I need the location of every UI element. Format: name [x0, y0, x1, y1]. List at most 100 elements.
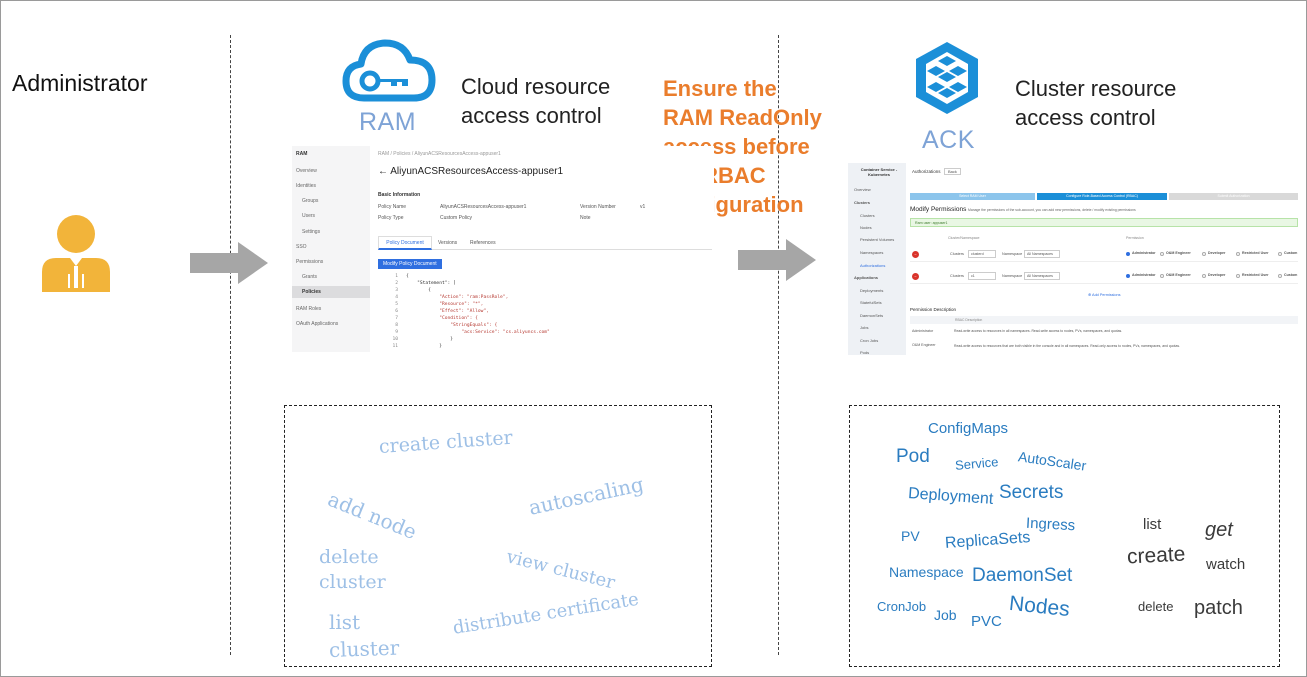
ack-sidebar: Container Service - Kubernetes Overview … [848, 163, 906, 355]
ack-title: Cluster resource access control [1015, 74, 1176, 132]
ack-add-permission-label: Add Permissions [1092, 293, 1121, 297]
ack-add-permission-link[interactable]: ⊕ Add Permissions [1088, 293, 1121, 297]
ram-sidebar-item-ram-roles[interactable]: RAM Roles [296, 306, 322, 312]
ram-sidebar-item-oauth[interactable]: OAuth Applications [296, 321, 339, 327]
code-line-number: 7 [395, 316, 398, 321]
ram-policy-name-value: AliyunACSResourcesAccess-appuser1 [440, 204, 527, 210]
ack-row-ns-select[interactable]: All Namespaces [1024, 272, 1060, 280]
tab-references[interactable]: References [470, 240, 496, 246]
administrator-label: Administrator [12, 70, 148, 96]
ack-sidebar-group-clusters[interactable]: Clusters [854, 200, 871, 205]
ack-rbac-desc-header: RBAC Description [910, 316, 1298, 324]
ram-word: list [329, 610, 361, 634]
ack-row-cluster-select[interactable]: clusterd [968, 250, 996, 258]
k8s-verb-word: list [1143, 516, 1162, 533]
ack-role-radio[interactable] [1278, 274, 1282, 278]
ack-role-radio[interactable] [1236, 252, 1240, 256]
ram-sidebar-item-settings[interactable]: Settings [302, 229, 321, 235]
ack-sidebar-item-daemonsets[interactable]: DaemonSets [860, 313, 884, 318]
ack-step-1: Select RAM User [910, 193, 1035, 200]
ram-version-label: Version Number [580, 204, 616, 210]
ack-row-cluster-select[interactable]: c1 [968, 272, 996, 280]
ack-sidebar-item-namespaces[interactable]: Namespaces [860, 250, 884, 255]
ack-role-radio[interactable] [1126, 252, 1130, 256]
ack-ram-user-banner: Ram user: appuser1 [910, 218, 1298, 227]
ram-section-title: Basic Information [378, 192, 421, 198]
code-line-number: 5 [395, 302, 398, 307]
ram-sidebar-item-permissions[interactable]: Permissions [296, 259, 324, 265]
ram-word: cluster [328, 635, 400, 662]
ack-steps: Select RAM User Configure Role-Based Acc… [910, 193, 1298, 200]
note-line: RAM ReadOnly [663, 105, 822, 130]
ack-row-ns-label: Namespace [1002, 274, 1023, 278]
ack-sidebar-item-pods[interactable]: Pods [860, 350, 870, 355]
administrator-person-icon [42, 215, 110, 292]
remove-row-icon[interactable]: − [912, 251, 919, 258]
code-line: 11 } [382, 344, 442, 349]
ack-role-label: Administrator [1132, 273, 1156, 277]
ack-sidebar-item-deployments[interactable]: Deployments [860, 288, 884, 293]
k8s-verb-word: get [1205, 519, 1233, 541]
code-line-number: 3 [395, 288, 398, 293]
ack-role-label: Custom [1284, 273, 1298, 277]
ram-sidebar-item-overview[interactable]: Overview [296, 168, 317, 174]
tab-policy-document[interactable]: Policy Document [378, 236, 432, 250]
remove-row-icon[interactable]: − [912, 273, 919, 280]
ram-sidebar-item-users[interactable]: Users [302, 213, 316, 219]
ram-sidebar-item-policies[interactable]: Policies [292, 286, 370, 298]
ack-role-radio[interactable] [1236, 274, 1240, 278]
code-line-text: } [406, 337, 454, 342]
code-line: 7 "Condition": { [382, 316, 478, 321]
ack-sidebar-item-cron-jobs[interactable]: Cron Jobs [860, 338, 879, 343]
ack-sidebar-item-clusters[interactable]: Clusters [860, 213, 875, 218]
code-line: 2 "Statement": [ [382, 281, 456, 286]
policy-code-editor[interactable]: 1{2 "Statement": [3 {4 "Action": "ram:Pa… [382, 274, 712, 354]
ram-sidebar-item-groups[interactable]: Groups [302, 198, 319, 204]
ack-role-radio[interactable] [1160, 274, 1164, 278]
ack-sidebar-item-pv[interactable]: Persistent Volumes [860, 237, 895, 242]
ack-sidebar-item-authorizations[interactable]: Authorizations [860, 263, 886, 268]
ack-role-radio[interactable] [1126, 274, 1130, 278]
ack-sidebar-group-applications[interactable]: Applications [854, 275, 879, 280]
ack-role-radio[interactable] [1278, 252, 1282, 256]
ack-sidebar-item-overview[interactable]: Overview [854, 187, 871, 192]
ack-role-radio[interactable] [1202, 274, 1206, 278]
ram-word: view cluster [504, 546, 618, 594]
ram-sidebar-title: RAM [296, 151, 308, 157]
ack-sidebar-item-jobs[interactable]: Jobs [860, 325, 869, 330]
k8s-resource-word: CronJob [877, 599, 927, 614]
ack-row-ns-select[interactable]: All Namespaces [1024, 250, 1060, 258]
ack-sidebar-header: Container Service - Kubernetes [860, 167, 898, 177]
ram-sidebar-item-grants[interactable]: Grants [302, 274, 318, 280]
k8s-verb-word: watch [1206, 556, 1246, 573]
ack-sidebar-item-nodes[interactable]: Nodes [860, 225, 872, 230]
k8s-resource-word: Deployment [907, 485, 994, 508]
ack-desc-text-admin: Read-write access to resources in all na… [954, 329, 1123, 333]
ack-ram-user: Ram user: appuser1 [915, 221, 948, 225]
ram-sidebar-item-identities[interactable]: Identities [296, 183, 317, 189]
ram-brand-label: RAM [359, 108, 417, 136]
ack-back-button[interactable]: Back [944, 168, 961, 175]
ack-role-label: Restricted User [1242, 251, 1269, 255]
ack-role-label: Developer [1208, 273, 1226, 277]
k8s-verb-word: patch [1194, 597, 1243, 619]
ack-role-label: Custom [1284, 251, 1298, 255]
ack-role-radio[interactable] [1160, 252, 1164, 256]
ack-sidebar-item-statefulsets[interactable]: StatefulSets [860, 300, 882, 305]
ram-sidebar-item-sso[interactable]: SSO [296, 244, 307, 250]
ack-col-permission: Permission [1126, 236, 1144, 240]
modify-policy-button[interactable]: Modify Policy Document [378, 259, 442, 269]
divider-right [778, 35, 779, 655]
tab-versions[interactable]: Versions [438, 240, 458, 246]
ack-role-radio[interactable] [1202, 252, 1206, 256]
k8s-resource-word: Job [934, 607, 957, 623]
code-line-number: 6 [395, 309, 398, 314]
ram-word: add node [324, 486, 421, 545]
divider-left [230, 35, 231, 655]
code-line: 10 } [382, 337, 453, 342]
ack-title-line1: Cluster resource [1015, 76, 1177, 101]
ack-section-title: Modify Permissions [910, 206, 967, 213]
code-line-number: 11 [392, 344, 398, 349]
